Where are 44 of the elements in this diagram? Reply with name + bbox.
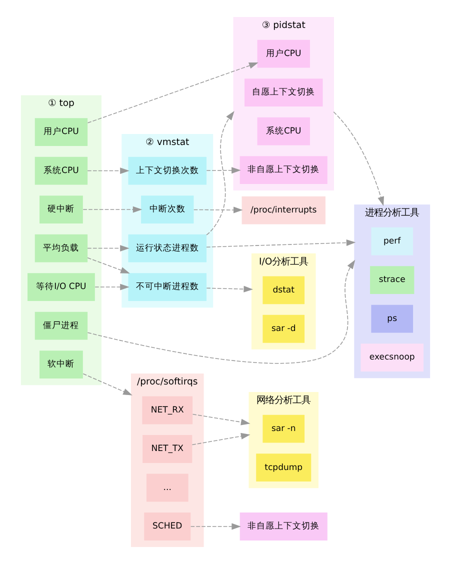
node-box: sar -n (262, 414, 304, 443)
arrow (206, 110, 234, 236)
arrow (206, 167, 240, 174)
arrow (206, 239, 356, 248)
node-box: 用户CPU (34, 118, 88, 146)
arrow (190, 523, 240, 530)
arrow (82, 206, 142, 213)
arrow (332, 112, 384, 206)
node-box: 非自愿上下文切换 (239, 156, 327, 184)
node-box: NET_RX (142, 396, 192, 424)
node-box: tcpdump (256, 454, 311, 482)
node-box: 上下文切换次数 (128, 156, 206, 185)
arrow (192, 414, 250, 426)
node-box: ps (370, 304, 413, 333)
arrow (86, 245, 129, 252)
node-box: 自愿上下文切换 (244, 78, 322, 106)
node-box: 僵尸进程 (34, 312, 88, 340)
arrow (193, 206, 242, 214)
arrow (94, 284, 129, 290)
arrow (206, 286, 253, 292)
node-box: NET_TX (142, 435, 192, 463)
node-box: execsnoop (360, 344, 423, 372)
arrow (82, 373, 132, 396)
arrow (86, 260, 355, 364)
node-box: 硬中断 (39, 196, 82, 224)
node-box: 系统CPU (256, 117, 310, 146)
arrow (191, 432, 250, 446)
node-box: /proc/interrupts (241, 196, 325, 224)
node-box: 中断次数 (140, 196, 194, 224)
node-box: strace (370, 266, 414, 294)
node-box: 系统CPU (34, 156, 88, 185)
node-box: 非自愿上下文切换 (239, 512, 327, 540)
arrow (86, 257, 130, 274)
node-box: 等待I/O CPU (27, 273, 94, 301)
arrow (86, 168, 129, 174)
node-box: 平均负载 (34, 234, 88, 262)
node-box: 运行状态进程数 (128, 234, 206, 262)
node-box: 软中断 (39, 350, 82, 378)
arrow (86, 62, 258, 124)
node-box: 不可中断进程数 (128, 273, 206, 301)
node-box: dstat (262, 276, 304, 304)
node-box: 用户CPU (256, 40, 310, 68)
node-box: sar -d (262, 314, 304, 343)
node-box: SCHED (144, 512, 190, 540)
